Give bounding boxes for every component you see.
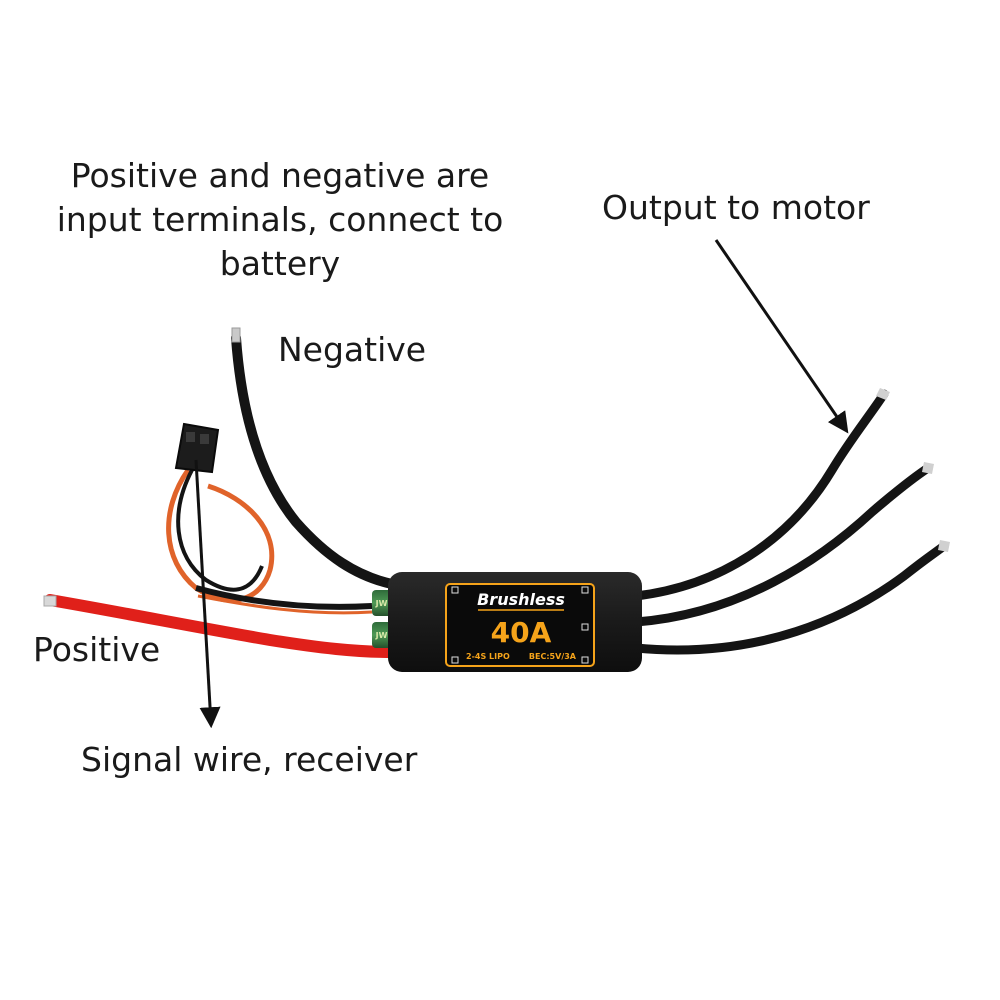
negative-wire bbox=[231, 327, 397, 589]
esc-battery-spec: 2-4S LIPO bbox=[466, 652, 510, 661]
capacitor-top-text: JWI bbox=[375, 599, 391, 608]
servo-connector bbox=[174, 422, 220, 474]
esc-current-rating: 40A bbox=[491, 616, 552, 649]
output-arrow bbox=[714, 239, 849, 434]
positive-wire bbox=[43, 594, 398, 658]
capacitor-bottom-text: JWI bbox=[375, 631, 391, 640]
signal-wire bbox=[166, 468, 373, 615]
esc-brand-label: Brushless bbox=[477, 590, 565, 609]
signal-arrow bbox=[194, 459, 221, 729]
output-to-motor-caption: Output to motor bbox=[602, 188, 870, 227]
esc-body bbox=[388, 572, 642, 672]
input-terminals-caption-line-3: battery bbox=[219, 244, 341, 283]
motor-wire-3 bbox=[631, 540, 950, 655]
input-terminals-caption-line-1: Positive and negative are bbox=[70, 156, 490, 195]
esc-bec-spec: BEC:5V/3A bbox=[529, 652, 577, 661]
negative-caption: Negative bbox=[278, 330, 427, 369]
motor-wire-1 bbox=[631, 388, 890, 601]
input-terminals-caption-line-2: input terminals, connect to bbox=[56, 200, 504, 239]
signal-wire-caption: Signal wire, receiver bbox=[81, 740, 418, 779]
esc-corner-marks bbox=[451, 586, 589, 664]
motor-wire-2 bbox=[631, 462, 934, 627]
input-terminals-caption: Positive and negative are input terminal… bbox=[30, 154, 530, 286]
positive-caption: Positive bbox=[33, 630, 161, 669]
